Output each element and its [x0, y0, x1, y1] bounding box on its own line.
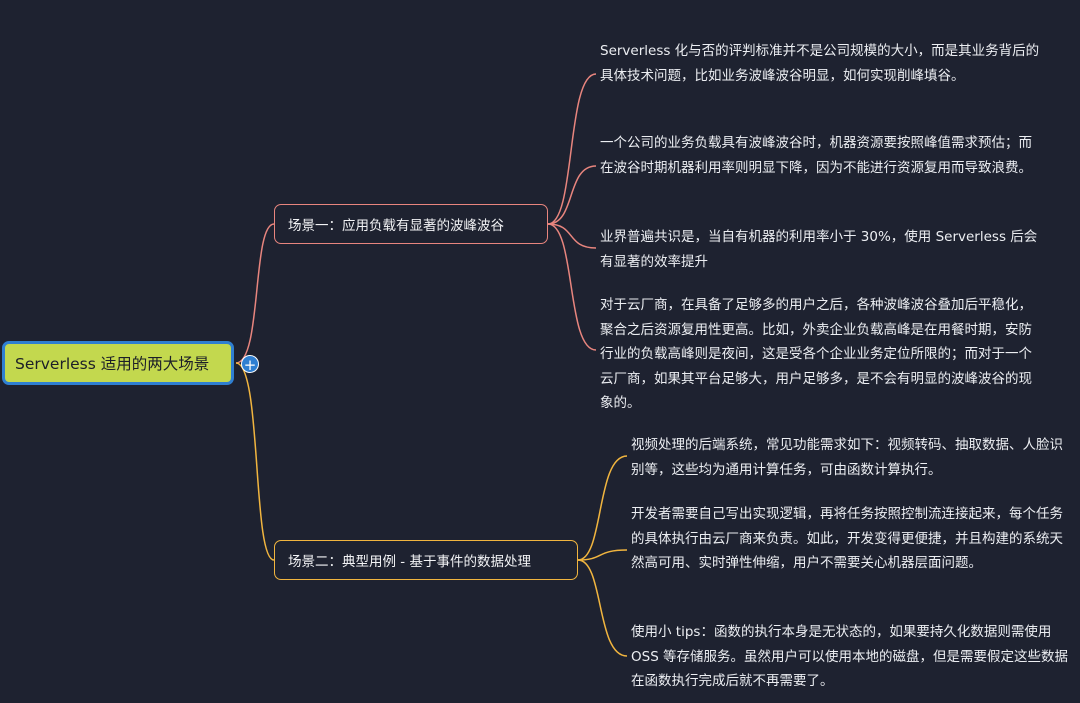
leaf-topic[interactable]: 一个公司的业务负载具有波峰波谷时，机器资源要按照峰值需求预估；而在波谷时期机器利… [600, 135, 1032, 176]
leaf-topic[interactable]: 视频处理的后端系统，常见功能需求如下：视频转码、抽取数据、人脸识别等，这些均为通… [631, 437, 1063, 478]
edge-root-to-scene-two [235, 362, 275, 561]
expand-toggle-button[interactable]: + [241, 355, 259, 374]
leaf-topic[interactable]: Serverless 化与否的评判标准并不是公司规模的大小，而是其业务背后的具体… [600, 43, 1040, 84]
edge-scene-two-leaf-1 [577, 455, 628, 561]
edge-scene-one-leaf-3 [547, 223, 597, 249]
edge-scene-two-leaf-3 [577, 559, 628, 657]
leaf-topic[interactable]: 开发者需要自己写出实现逻辑，再将任务按照控制流连接起来，每个任务的具体执行由云厂… [631, 506, 1063, 571]
plus-icon: + [243, 356, 257, 374]
branch-topic-scene-two[interactable]: 场景二：典型用例 - 基于事件的数据处理 [274, 540, 578, 580]
branch-topic-scene-one[interactable]: 场景一：应用负载有显著的波峰波谷 [274, 204, 548, 244]
edge-scene-two-leaf-2 [577, 549, 628, 561]
leaf-topic[interactable]: 对于云厂商，在具备了足够多的用户之后，各种波峰波谷叠加后平稳化，聚合之后资源复用… [600, 297, 1032, 411]
branch-topic-label: 场景一：应用负载有显著的波峰波谷 [288, 218, 504, 234]
branch-topic-label: 场景二：典型用例 - 基于事件的数据处理 [288, 554, 531, 570]
edge-scene-one-leaf-1 [547, 73, 597, 225]
edge-scene-one-leaf-2 [547, 165, 597, 225]
leaf-topic[interactable]: 业界普遍共识是，当自有机器的利用率小于 30%，使用 Serverless 后会… [600, 229, 1038, 270]
root-topic-label: Serverless 适用的两大场景 [15, 355, 210, 373]
edge-root-to-scene-one [235, 223, 275, 364]
edge-scene-one-leaf-4 [547, 223, 597, 351]
root-topic[interactable]: Serverless 适用的两大场景 [2, 341, 234, 385]
leaf-topic[interactable]: 使用小 tips：函数的执行本身是无状态的，如果要持久化数据则需使用 OSS 等… [631, 624, 1069, 689]
